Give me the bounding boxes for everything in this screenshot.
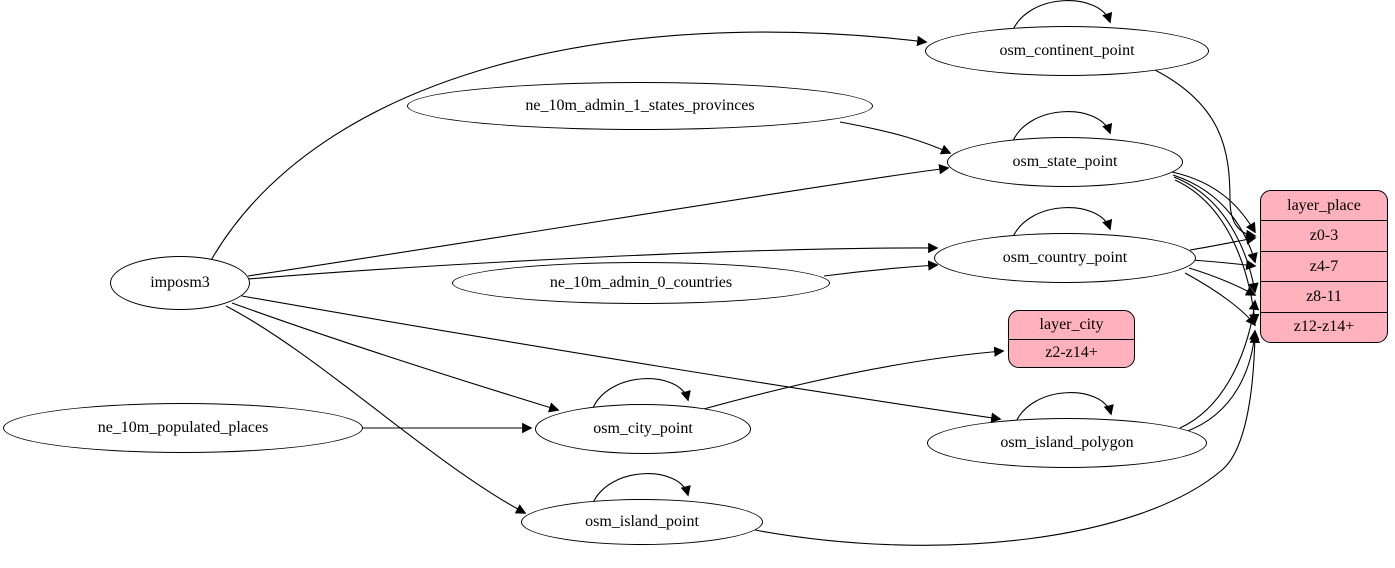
node-osm_island_point-label: osm_island_point — [585, 513, 699, 530]
edge-osm_continent_point-self-loop — [1011, 0, 1113, 33]
node-osm_state_point-label: osm_state_point — [1012, 153, 1118, 170]
node-osm_continent_point: osm_continent_point — [925, 26, 1209, 76]
record-layer_place-row-z0-3: z0-3 — [1261, 220, 1387, 250]
edge-osm_island_polygon-self-loop — [1014, 392, 1114, 425]
record-layer_place: layer_place z0-3 z4-7 z8-11 z12-z14+ — [1260, 190, 1388, 343]
node-ne_10m_admin_1_states_provinces-label: ne_10m_admin_1_states_provinces — [525, 97, 755, 114]
node-ne_10m_populated_places: ne_10m_populated_places — [3, 403, 363, 453]
edge-osm_city_point-self-loop — [591, 378, 691, 411]
node-osm_city_point-label: osm_city_point — [593, 420, 693, 437]
edge-osm_country_point-to-layer_place-z8-11 — [1188, 267, 1257, 296]
edge-imposm3-to-osm_state_point — [247, 163, 950, 277]
record-layer_city-title: layer_city — [1039, 315, 1104, 333]
edge-imposm3-to-osm_island_polygon — [241, 295, 1002, 423]
record-layer_city: layer_city z2-z14+ — [1008, 310, 1135, 368]
record-layer_place-row-z12-z14: z12-z14+ — [1261, 311, 1387, 342]
record-layer_city-row-z2-z14: z2-z14+ — [1009, 338, 1134, 368]
node-osm_state_point: osm_state_point — [947, 137, 1183, 187]
node-osm_country_point-label: osm_country_point — [1002, 249, 1128, 266]
edge-osm_state_point-to-layer_place-z0-3 — [1171, 171, 1256, 234]
node-imposm3: imposm3 — [110, 256, 250, 310]
node-osm_island_polygon-label: osm_island_polygon — [1000, 434, 1134, 451]
edge-osm_island_polygon-to-layer_place-z8-11 — [1179, 299, 1260, 429]
edge-ne_10m_admin_1_states_provinces-to-osm_state_point — [839, 121, 952, 155]
edge-ne_10m_admin_0_countries-to-osm_country_point — [823, 260, 939, 277]
node-osm_island_point: osm_island_point — [521, 499, 763, 545]
edge-osm_country_point-to-layer_place-z4-7 — [1191, 259, 1257, 271]
edge-osm_state_point-to-layer_place-z4-7 — [1172, 174, 1258, 264]
record-layer_place-title: layer_place — [1287, 196, 1361, 214]
edge-osm_country_point-to-layer_place-z12-z14 — [1184, 272, 1256, 327]
edge-osm_state_point-self-loop — [1011, 111, 1113, 144]
node-osm_island_polygon: osm_island_polygon — [927, 418, 1207, 468]
edge-osm_island_polygon-to-layer_place-z12-z14 — [1184, 329, 1260, 433]
node-osm_city_point: osm_city_point — [535, 404, 751, 454]
edge-imposm3-to-osm_island_point — [225, 305, 527, 514]
edge-osm_country_point-to-layer_place-z0-3 — [1189, 234, 1257, 251]
node-imposm3-label: imposm3 — [150, 274, 210, 291]
record-layer_place-row-z8-11: z8-11 — [1261, 281, 1387, 311]
node-ne_10m_admin_0_countries-label: ne_10m_admin_0_countries — [549, 274, 733, 291]
node-osm_country_point: osm_country_point — [934, 233, 1196, 283]
edge-osm_city_point-to-layer_city-z2-z14 — [699, 346, 1005, 411]
node-ne_10m_admin_1_states_provinces: ne_10m_admin_1_states_provinces — [407, 82, 873, 130]
node-ne_10m_admin_0_countries: ne_10m_admin_0_countries — [452, 262, 830, 304]
edge-osm_state_point-to-layer_place-z8-11 — [1173, 176, 1259, 294]
record-layer_place-row-z4-7: z4-7 — [1261, 250, 1387, 281]
edge-osm_country_point-self-loop — [1011, 207, 1113, 240]
node-osm_continent_point-label: osm_continent_point — [999, 42, 1135, 59]
edge-imposm3-to-osm_city_point — [231, 302, 560, 413]
node-ne_10m_populated_places-label: ne_10m_populated_places — [97, 419, 269, 436]
edge-imposm3-to-osm_continent_point — [209, 31, 928, 263]
edge-imposm3-to-osm_country_point — [247, 242, 939, 280]
edge-osm_island_point-to-layer_place-z12-z14 — [754, 332, 1261, 546]
edge-osm_island_point-self-loop — [591, 473, 691, 506]
edge-osm_continent_point-to-layer_place-z0-3 — [1154, 69, 1257, 241]
